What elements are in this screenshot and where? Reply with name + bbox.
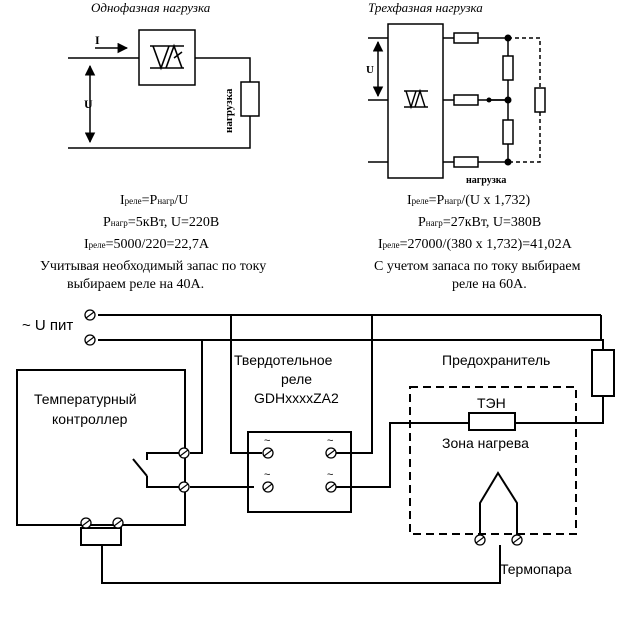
three-phase-load-label: нагрузка [466, 175, 506, 186]
single-phase-formula-3: Iреле=5000/220=22,7А [84, 237, 210, 252]
solid-state-relay-box [247, 431, 352, 513]
node-dot [504, 34, 512, 42]
fuse [591, 349, 615, 397]
three-phase-series-resistor-1 [453, 32, 479, 44]
single-phase-load-label: нагрузка [223, 88, 235, 133]
voltage-label: U [84, 97, 93, 111]
single-phase-formula-2: Pнагр=5кВт, U=220В [103, 215, 219, 230]
three-phase-star-resistor-bottom [502, 119, 514, 145]
node-dot [504, 96, 512, 104]
single-phase-load-resistor [240, 81, 260, 117]
heater-label: ТЭН [477, 395, 506, 411]
relay-tilde-1: ~ [264, 435, 270, 447]
single-phase-thyristor-icon [150, 43, 184, 71]
current-label: I [95, 33, 100, 47]
three-phase-relay-box [387, 23, 444, 179]
three-phase-title: Трехфазная нагрузка [368, 0, 483, 15]
single-phase-note-2: выбираем реле на 40А. [67, 277, 204, 292]
supply-voltage-label: ~ U пит [22, 317, 73, 334]
node-dot [504, 158, 512, 166]
controller-label-line-2: контроллер [52, 411, 128, 427]
wiring-lines [16, 314, 615, 584]
three-phase-series-resistor-3 [453, 156, 479, 168]
relay-label-line-2: реле [281, 371, 312, 387]
three-phase-delta-resistor [534, 87, 546, 113]
single-phase-formulas: Iреле=Pнагр/U Pнагр=5кВт, U=220В Iреле=5… [40, 193, 266, 292]
single-phase-schematic: Однофазная нагрузка [68, 0, 260, 149]
heater-element [468, 412, 516, 431]
single-phase-title: Однофазная нагрузка [91, 0, 211, 15]
heating-zone-label: Зона нагрева [442, 435, 529, 451]
relay-tilde-3: ~ [327, 435, 333, 447]
relay-tilde-2: ~ [264, 469, 270, 481]
single-phase-relay-box [138, 29, 196, 86]
node-dot [486, 97, 492, 103]
relay-label-line-1: Твердотельное [234, 352, 333, 368]
heating-zone-boundary [409, 386, 577, 535]
single-phase-note-1: Учитывая необходимый запас по току [40, 259, 266, 274]
three-phase-formula-1: Iреле=Pнагр/(U x 1,732) [407, 193, 531, 208]
relay-tilde-4: ~ [327, 469, 333, 481]
three-phase-formulas: Iреле=Pнагр/(U x 1,732) Pнагр=27кВт, U=3… [374, 193, 581, 292]
controller-label-line-1: Температурный [34, 391, 137, 407]
three-phase-formula-2: Pнагр=27кВт, U=380В [418, 215, 541, 230]
three-phase-voltage-label: U [366, 64, 374, 76]
three-phase-series-resistor-2 [453, 94, 479, 106]
relay-label-line-3: GDHxxxxZA2 [254, 390, 339, 406]
thermocouple-label: Термопара [500, 561, 572, 577]
three-phase-star-resistor-top [502, 55, 514, 81]
fuse-label: Предохранитель [442, 352, 550, 368]
three-phase-note-1: С учетом запаса по току выбираем [374, 259, 581, 274]
three-phase-thyristor-icon [404, 88, 428, 110]
three-phase-note-2: реле на 60А. [452, 277, 527, 292]
single-phase-formula-1: Iреле=Pнагр/U [120, 193, 188, 208]
three-phase-formula-3: Iреле=27000/(380 x 1,732)=41,02А [378, 237, 573, 252]
controller-sensor-connector [80, 527, 122, 546]
three-phase-schematic: Трехфазная нагрузка [368, 0, 546, 179]
